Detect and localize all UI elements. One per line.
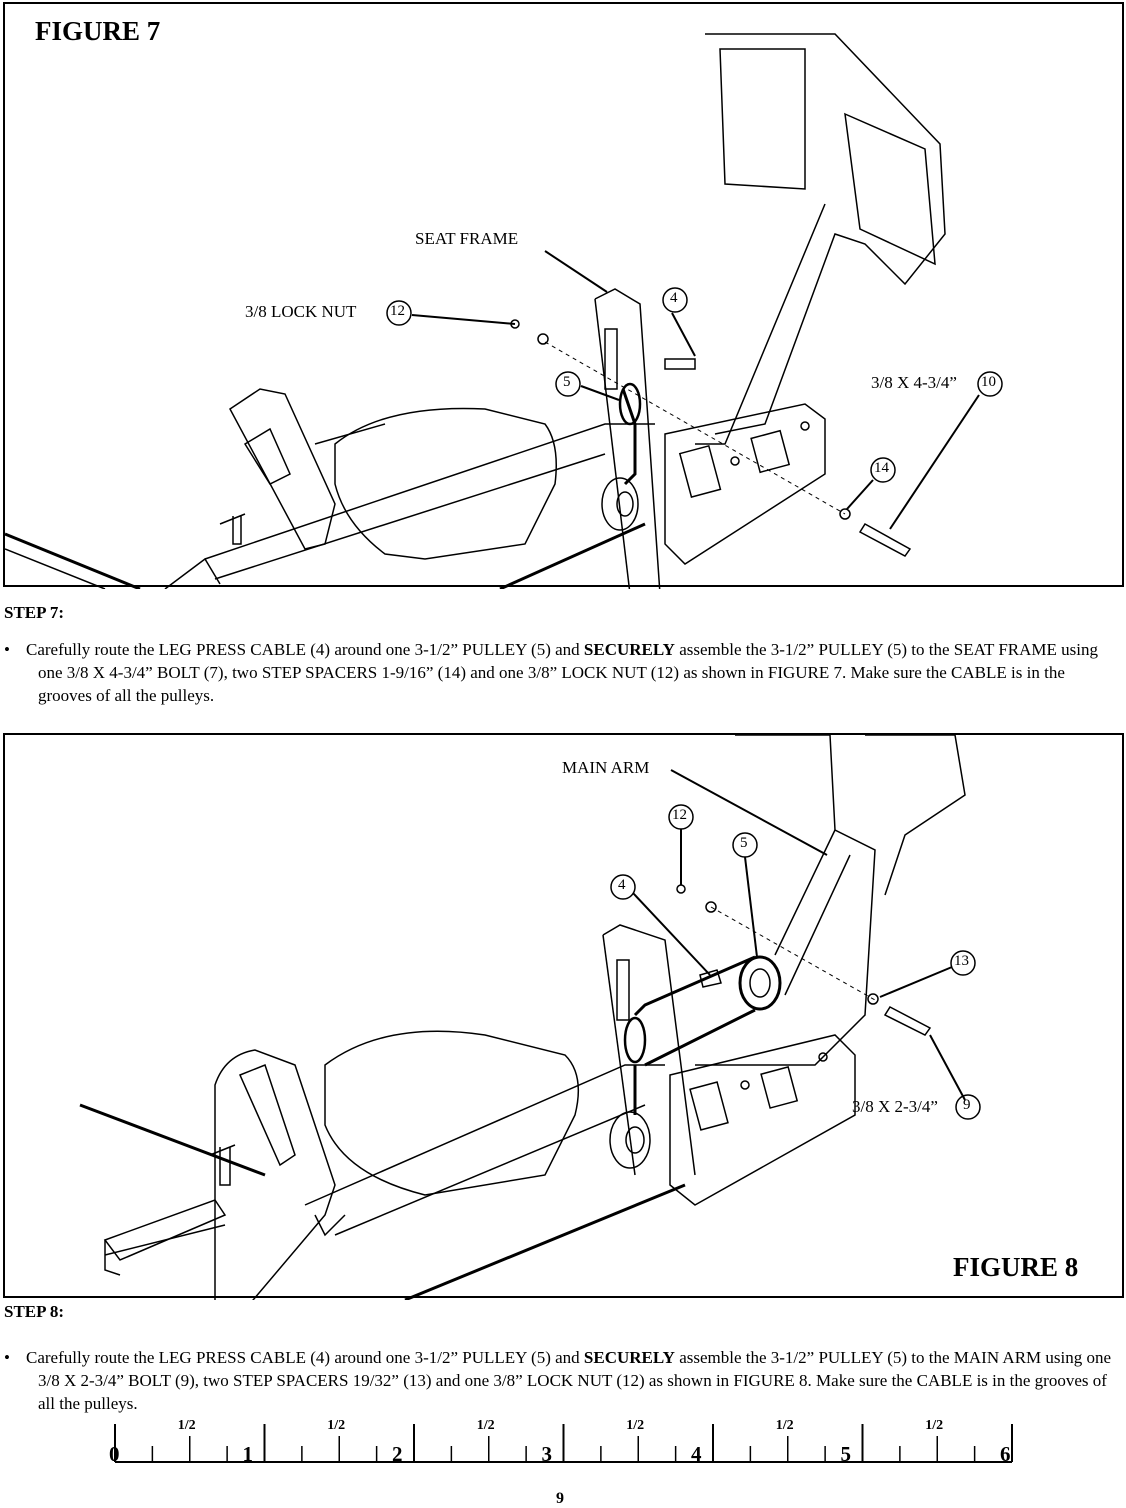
ruler-number: 1 <box>242 1442 254 1466</box>
ruler-half-label: 1/2 <box>925 1418 944 1433</box>
step-8-text: Carefully route the LEG PRESS CABLE (4) … <box>26 1346 1122 1415</box>
ruler: 0 1/2 1 1/2 2 1/2 3 1/2 4 1/2 5 1/2 6 <box>100 1418 1030 1504</box>
bolt-label: 3/8 X 2-3/4” <box>852 1097 938 1116</box>
callout-10: 10 <box>981 374 996 390</box>
step-7-text-a: Carefully route the LEG PRESS CABLE (4) … <box>26 640 584 659</box>
figure-8-title: FIGURE 8 <box>953 1252 1079 1282</box>
bullet: • <box>4 640 10 659</box>
ruler-half-label: 1/2 <box>177 1418 196 1433</box>
figure-8-drawing <box>79 735 981 1300</box>
ruler-half-label: 1/2 <box>626 1418 645 1433</box>
callout-13: 13 <box>954 953 969 969</box>
step-8-heading: STEP 8: <box>4 1302 64 1321</box>
ruler-number: 3 <box>541 1442 553 1466</box>
callout-4: 4 <box>670 290 678 306</box>
callout-5: 5 <box>740 835 748 851</box>
ruler-half-label: 1/2 <box>327 1418 346 1433</box>
step-7-heading: STEP 7: <box>4 603 64 622</box>
ruler-half-label: 1/2 <box>476 1418 495 1433</box>
step-7-text: Carefully route the LEG PRESS CABLE (4) … <box>26 638 1122 707</box>
lock-nut-label: 3/8 LOCK NUT <box>245 302 357 321</box>
figure-7-drawing <box>5 33 1003 589</box>
step-8-text-b: assemble the 3-1/2” PULLEY (5) to the MA… <box>38 1348 1112 1413</box>
callout-12: 12 <box>672 807 687 823</box>
bullet: • <box>4 1348 10 1367</box>
step-7-text-b: assemble the 3-1/2” PULLEY (5) to the SE… <box>38 640 1099 705</box>
step-7-instructions: • Carefully route the LEG PRESS CABLE (4… <box>4 638 1122 707</box>
callout-5: 5 <box>563 374 571 390</box>
seat-frame-label: SEAT FRAME <box>415 229 519 248</box>
step-8-instructions: • Carefully route the LEG PRESS CABLE (4… <box>4 1346 1122 1415</box>
figure-8: FIGURE 8 MAIN ARM 3/8 X 2-3/4” 12 5 4 13… <box>3 733 1124 1300</box>
bolt-label: 3/8 X 4-3/4” <box>871 373 957 392</box>
ruler-number: 0 <box>109 1442 120 1466</box>
callout-9: 9 <box>963 1097 971 1113</box>
step-8-text-bold: SECURELY <box>583 1348 675 1367</box>
ruler-half-label: 1/2 <box>775 1418 794 1433</box>
ruler-number: 2 <box>392 1442 403 1466</box>
figure-7: FIGURE 7 SEAT FRAME 3/8 LOCK NUT 3/8 X 4… <box>3 2 1124 589</box>
ruler-scale <box>114 1424 1013 1463</box>
ruler-number: 6 <box>1000 1442 1011 1466</box>
ruler-number: 4 <box>691 1442 702 1466</box>
figure-7-title: FIGURE 7 <box>35 16 161 46</box>
step-7-text-bold: SECURELY <box>583 640 675 659</box>
callout-12: 12 <box>390 303 405 319</box>
step-8-text-a: Carefully route the LEG PRESS CABLE (4) … <box>26 1348 584 1367</box>
callout-14: 14 <box>874 460 889 476</box>
page-number: 9 <box>556 1490 564 1507</box>
main-arm-label: MAIN ARM <box>562 758 650 777</box>
ruler-number: 5 <box>840 1442 852 1466</box>
callout-4: 4 <box>618 877 626 893</box>
